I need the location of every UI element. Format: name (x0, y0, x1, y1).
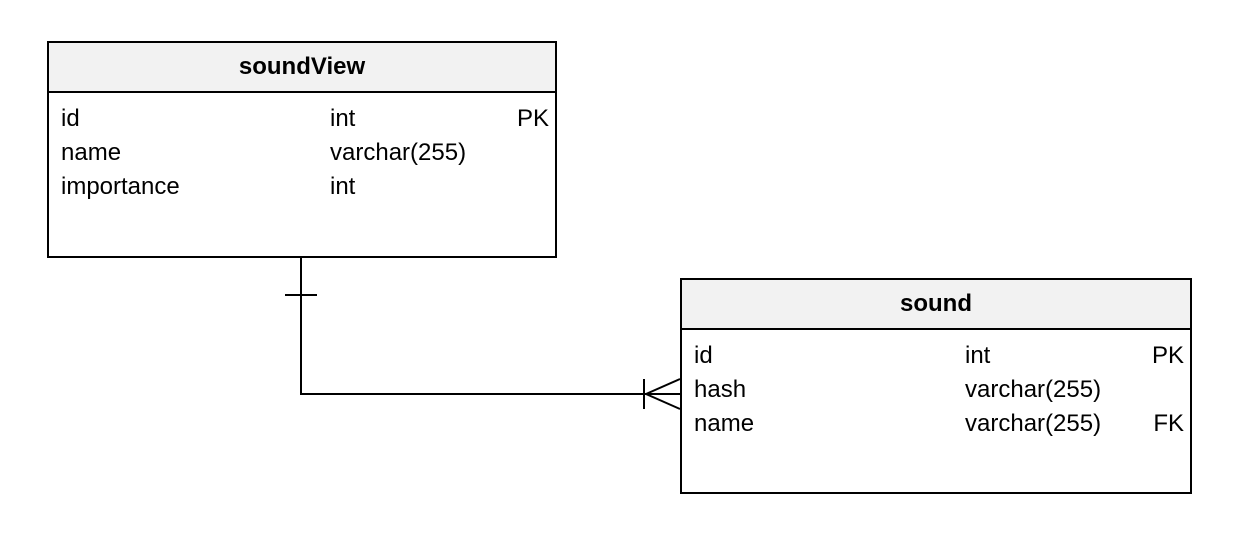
field-name: name (61, 139, 122, 166)
field-type: int (330, 105, 356, 132)
field-type: int (330, 173, 356, 200)
entity-title: soundView (49, 43, 555, 93)
field-name: name (694, 410, 755, 437)
field-type: int (965, 342, 991, 369)
field-key: PK (1151, 342, 1184, 369)
field-type: varchar(255) (330, 139, 467, 166)
field-row[interactable]: hash varchar(255) (682, 373, 1190, 407)
entity-title: sound (682, 280, 1190, 330)
field-row[interactable]: id int PK (49, 102, 555, 136)
field-type: varchar(255) (965, 410, 1102, 437)
field-name: importance (61, 173, 180, 200)
field-row[interactable]: name varchar(255) FK (682, 407, 1190, 441)
field-name: hash (694, 376, 747, 403)
entity-soundview[interactable]: soundView id int PK name varchar(255) im… (47, 41, 557, 258)
entity-sound[interactable]: sound id int PK hash varchar(255) name v… (680, 278, 1192, 494)
crowfoot-lower (645, 393, 681, 410)
field-row[interactable]: importance int (49, 170, 555, 204)
relationship-line (300, 258, 680, 395)
crowfoot-upper (645, 378, 681, 395)
field-row[interactable]: id int PK (682, 339, 1190, 373)
field-name: id (694, 342, 713, 369)
field-key: FK (1153, 410, 1184, 437)
field-key: PK (516, 105, 549, 132)
field-type: varchar(255) (965, 376, 1102, 403)
field-row[interactable]: name varchar(255) (49, 136, 555, 170)
field-name: id (61, 105, 80, 132)
